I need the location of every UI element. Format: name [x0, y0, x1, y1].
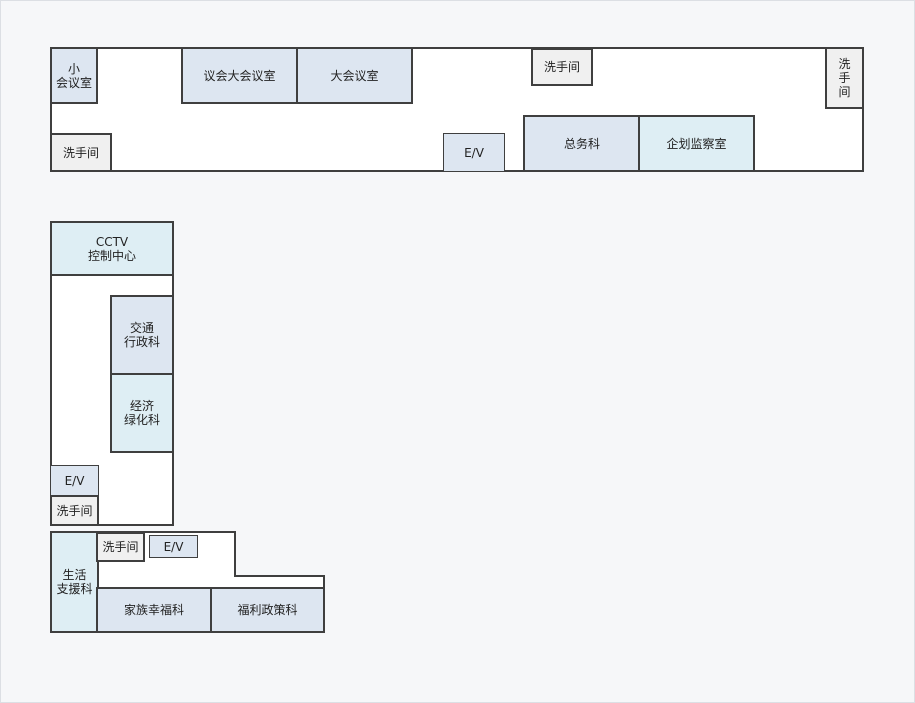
restroom-left[interactable]: 洗手间	[50, 133, 112, 172]
elevator-floor-3[interactable]: E/V	[149, 535, 198, 558]
economic-green-room[interactable]: 经济 绿化科	[110, 373, 174, 453]
restroom-floor-3[interactable]: 洗手间	[96, 532, 145, 562]
restroom-top[interactable]: 洗手间	[531, 48, 593, 86]
family-welfare-room[interactable]: 家族幸福科	[96, 587, 212, 633]
life-support-room[interactable]: 生活 支援科	[50, 531, 99, 633]
welfare-policy-room[interactable]: 福利政策科	[210, 587, 325, 633]
restroom-right[interactable]: 洗 手 间	[825, 47, 864, 109]
small-meeting-room[interactable]: 小 会议室	[50, 47, 98, 104]
planning-audit-room[interactable]: 企划监察室	[638, 115, 755, 172]
council-hall-room[interactable]: 议会大会议室	[181, 47, 298, 104]
restroom-floor-2[interactable]: 洗手间	[50, 495, 99, 526]
cctv-control-center[interactable]: CCTV 控制中心	[50, 221, 174, 276]
elevator-floor-1[interactable]: E/V	[443, 133, 505, 172]
traffic-admin-room[interactable]: 交通 行政科	[110, 295, 174, 375]
general-affairs-room[interactable]: 总务科	[523, 115, 641, 172]
main-meeting-room[interactable]: 大会议室	[296, 47, 413, 104]
elevator-floor-2[interactable]: E/V	[50, 465, 99, 497]
